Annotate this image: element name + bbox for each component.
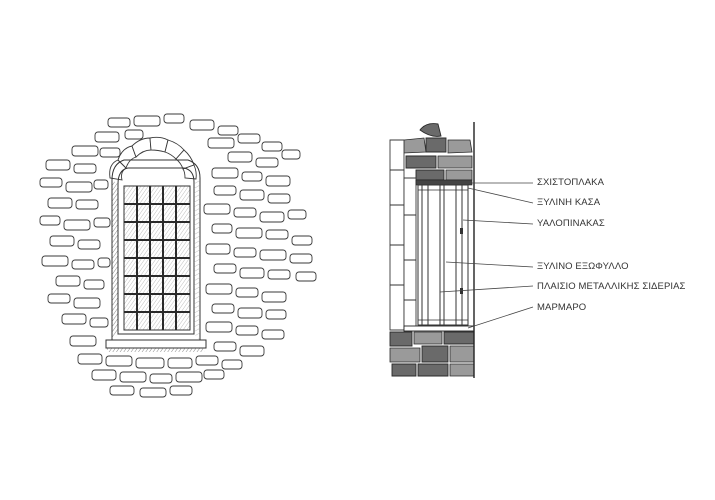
label-marble-sill: ΜΑΡΜΑΡΟ <box>537 302 587 313</box>
window-outer-frame <box>111 159 201 341</box>
wall-face <box>389 139 417 331</box>
leader-lines <box>439 182 534 329</box>
window-sill <box>105 339 207 349</box>
label-iron-grille-frame: ΠΛΑΙΣΙΟ ΜΕΤΑΛΛΙΚΗΣ ΣΙΔΕΡΙΑΣ <box>537 281 686 292</box>
lower-masonry <box>389 331 475 377</box>
iron-grille <box>124 186 190 330</box>
upper-masonry <box>403 123 473 181</box>
window-elevation <box>39 113 317 398</box>
stone-masonry <box>39 113 317 398</box>
window-assembly <box>417 184 469 326</box>
label-glass-pane: ΥΑΛΟΠΙΝΑΚΑΣ <box>537 218 605 229</box>
label-wooden-shutter: ΞΥΛΙΝΟ ΕΞΩΦΥΛΛΟ <box>537 261 629 272</box>
label-slate-lintel: ΣΧΙΣΤΟΠΛΑΚΑ <box>537 177 605 188</box>
label-wooden-frame: ΞΥΛΙΝΗ ΚΑΣΑ <box>537 197 601 208</box>
slate-lintel <box>415 179 473 186</box>
arch-voussoirs <box>109 136 197 181</box>
marble-sill <box>403 325 475 332</box>
window-section <box>389 122 475 378</box>
